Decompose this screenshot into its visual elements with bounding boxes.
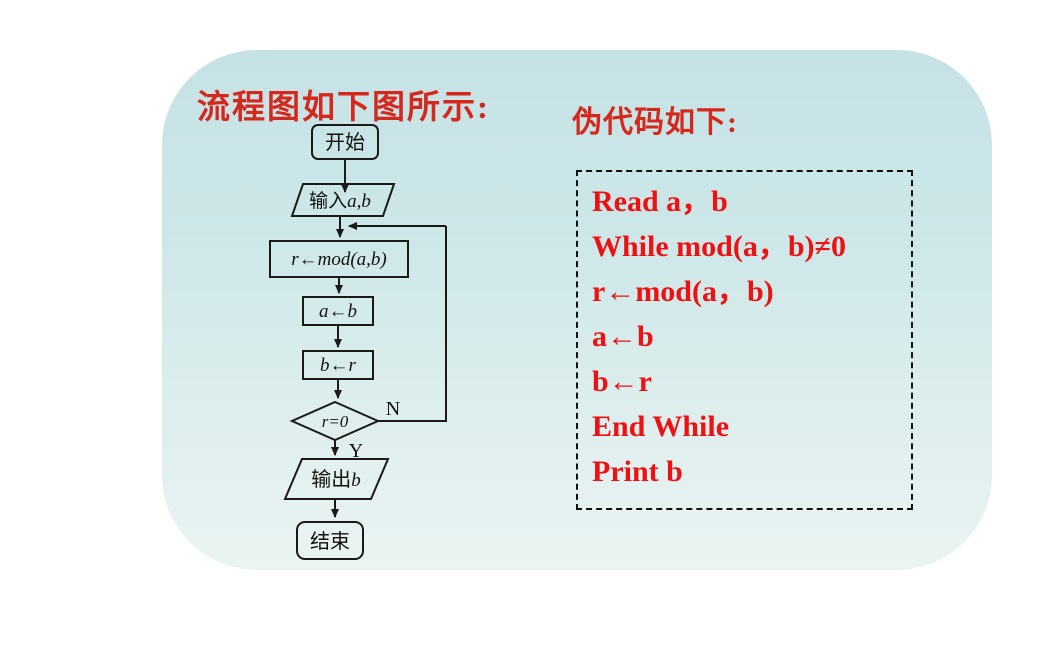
pseudocode-line: b←r	[592, 365, 652, 398]
end-label: 结束	[310, 530, 350, 553]
output-parallelogram-shape	[283, 458, 390, 500]
assign-b-label: b←r	[320, 355, 357, 376]
start-terminator-shape	[311, 124, 379, 160]
assign-a-process-shape	[302, 296, 374, 326]
decision-diamond-shape	[289, 400, 381, 442]
branch-label-no: N	[386, 398, 400, 420]
flowchart-title: 流程图如下图所示:	[197, 90, 490, 126]
pseudocode-panel: Read a，b While mod(a，b)≠0 r←mod(a，b) a←b…	[576, 170, 913, 510]
pseudocode-line: a←b	[592, 320, 654, 353]
flowchart-node-output: 输出b	[283, 458, 390, 500]
flowchart-node-assign-a: a←b	[302, 296, 374, 326]
mod-process-shape	[269, 240, 409, 278]
pseudocode-title: 伪代码如下:	[572, 106, 738, 139]
decision-label: r=0	[322, 412, 349, 431]
flowchart-node-end: 结束	[296, 521, 364, 560]
assign-a-label: a←b	[319, 301, 357, 322]
flowchart-node-start: 开始	[311, 124, 379, 160]
input-label: 输入a,b	[309, 190, 371, 212]
output-label: 输出b	[311, 468, 361, 491]
pseudocode-line: End While	[592, 410, 730, 443]
flowchart-node-input: 输入a,b	[290, 183, 396, 217]
start-label: 开始	[325, 131, 365, 154]
flowchart-node-assign-b: b←r	[302, 350, 374, 380]
flowchart-node-mod: r←mod(a,b)	[269, 240, 409, 278]
mod-label: r←mod(a,b)	[291, 249, 387, 270]
input-parallelogram-shape	[290, 183, 396, 217]
pseudocode-line: r←mod(a，b)	[592, 275, 774, 308]
pseudocode-line: Read a，b	[592, 185, 728, 218]
loopback-line	[378, 226, 447, 422]
pseudocode-line: Print b	[592, 455, 683, 488]
branch-label-yes: Y	[349, 440, 363, 462]
end-terminator-shape	[296, 521, 364, 560]
pseudocode-line: While mod(a，b)≠0	[592, 230, 846, 263]
assign-b-process-shape	[302, 350, 374, 380]
flowchart-node-decision: r=0	[289, 400, 381, 442]
